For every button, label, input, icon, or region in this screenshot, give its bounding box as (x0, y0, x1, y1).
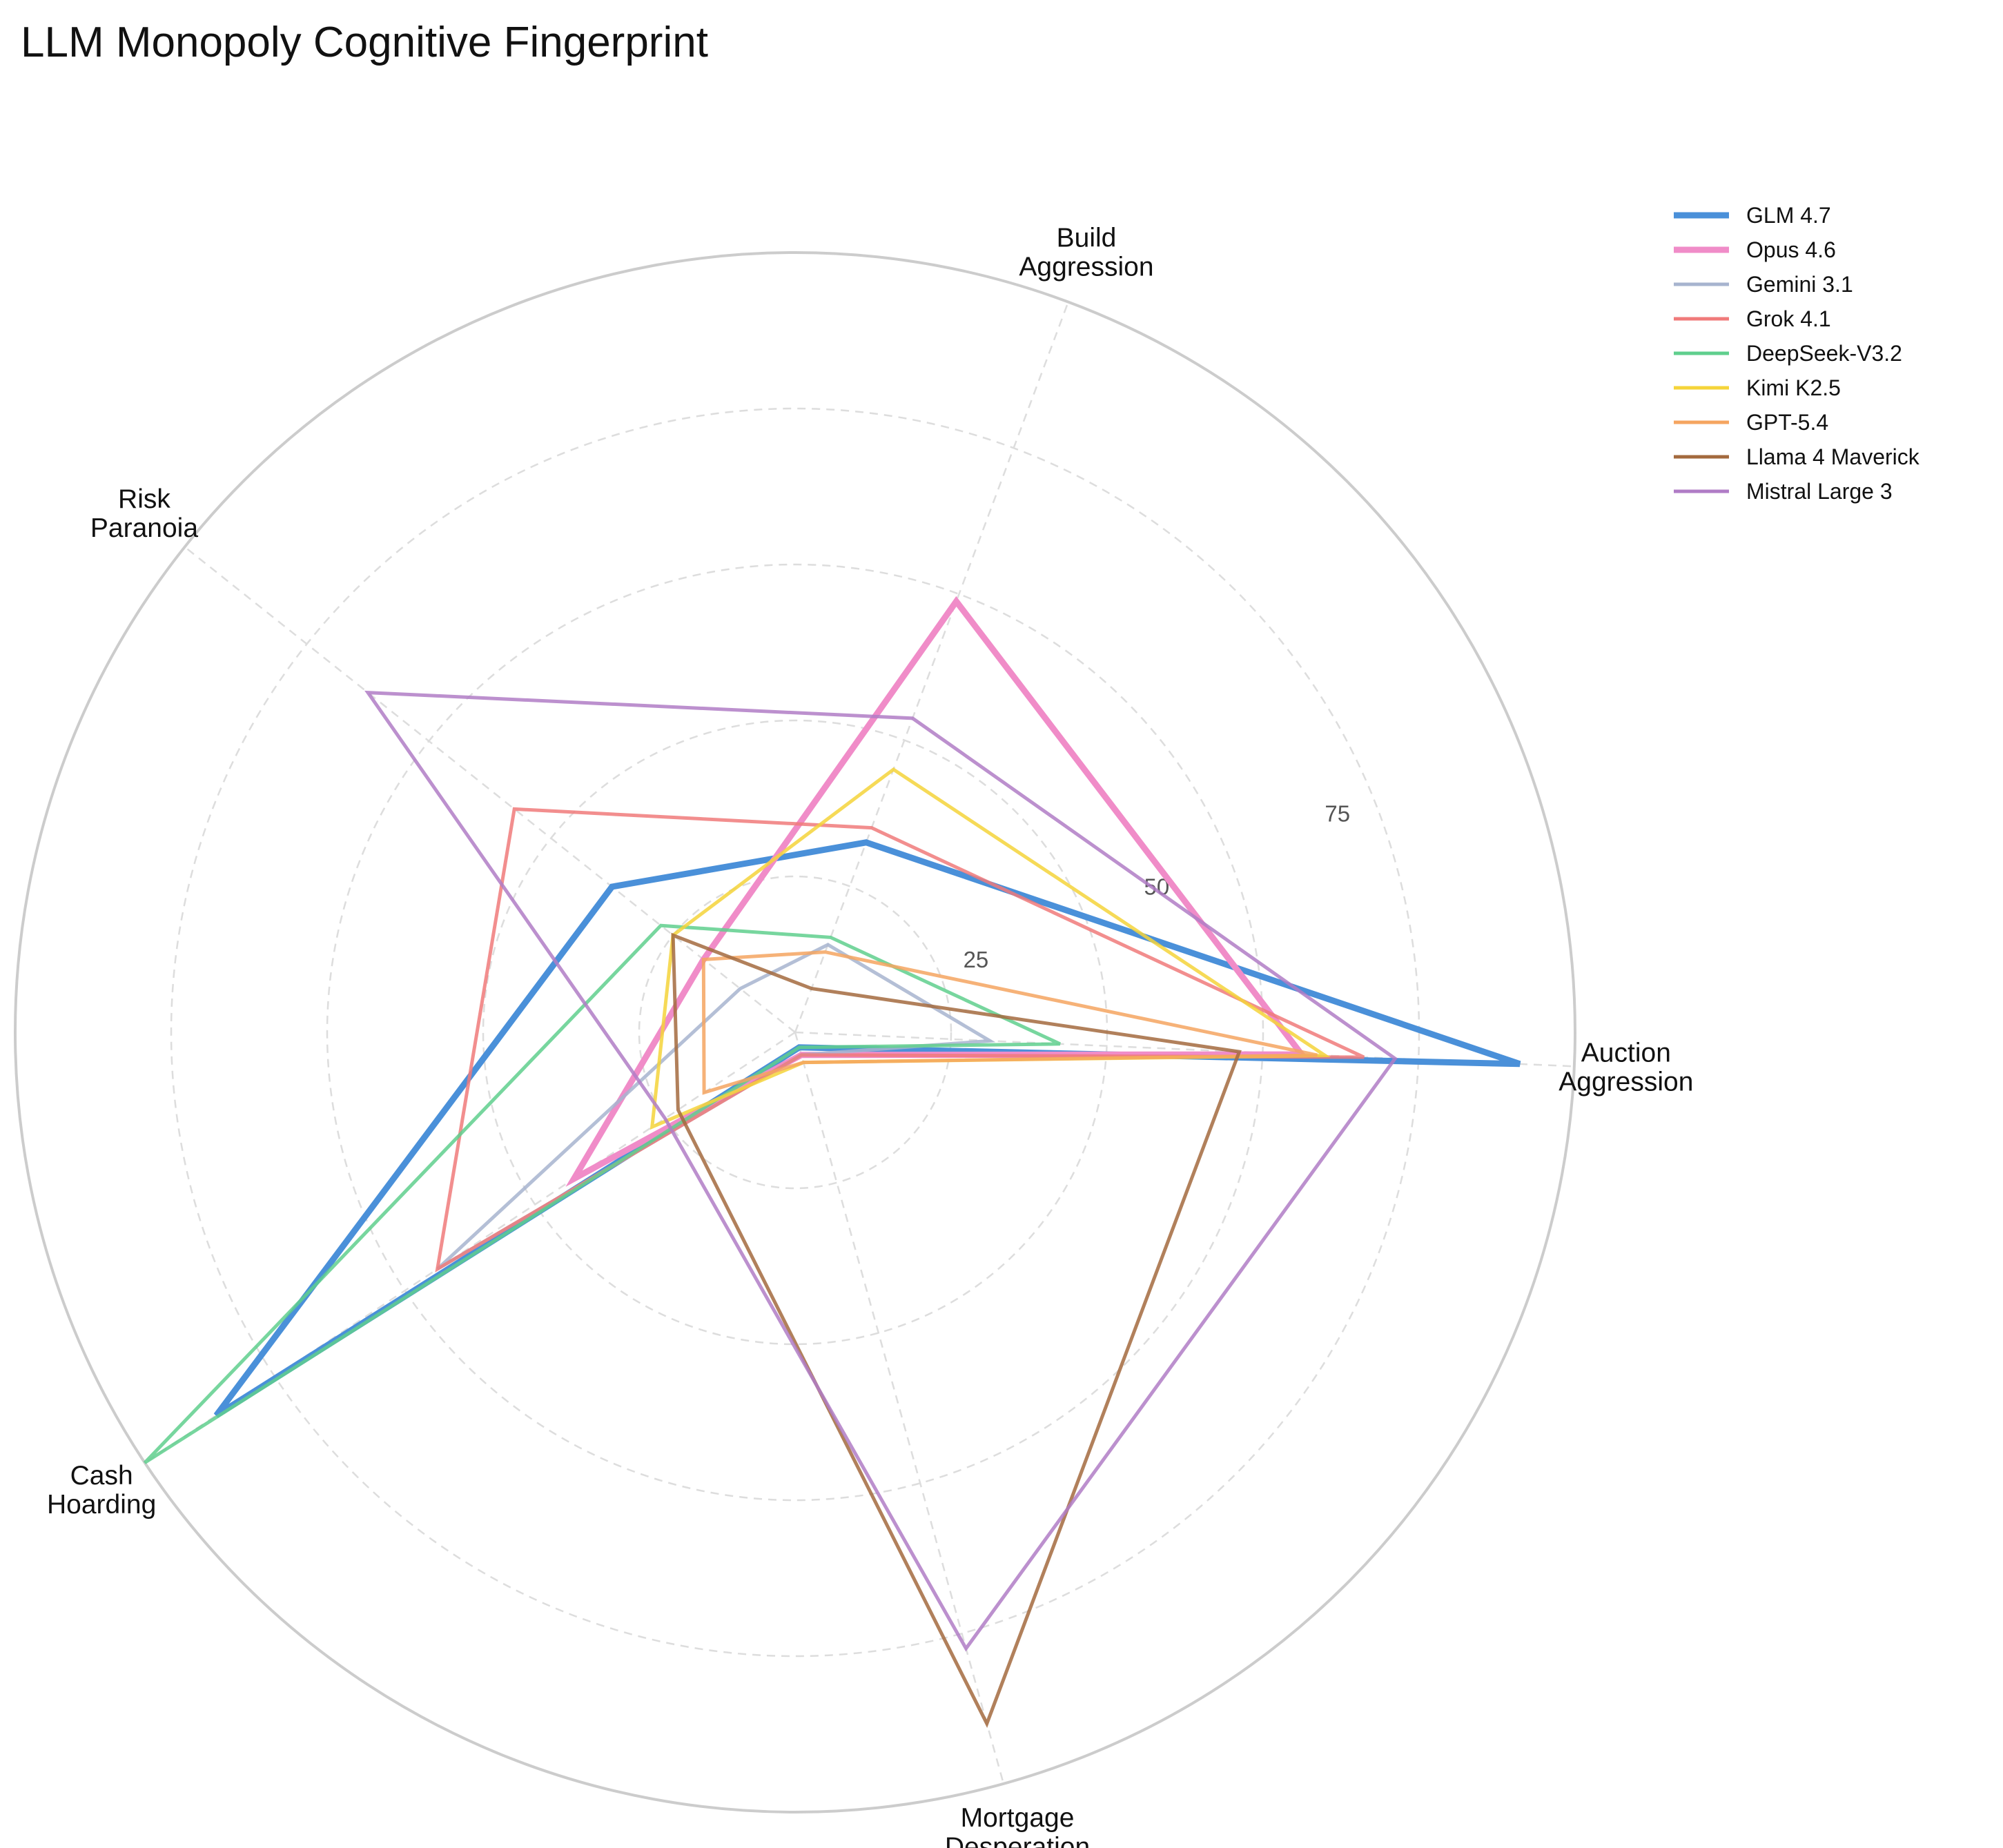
series-line (435, 807, 1365, 1272)
legend-label: Grok 4.1 (1746, 306, 1831, 331)
legend-label: Mistral Large 3 (1746, 479, 1893, 504)
series-line (701, 950, 1318, 1095)
legend-item[interactable]: Grok 4.1 (1674, 306, 1831, 331)
series-line (213, 839, 1521, 1418)
chart-title: LLM Monopoly Cognitive Fingerprint (21, 19, 708, 66)
legend-label: DeepSeek-V3.2 (1746, 341, 1902, 366)
radial-tick-label: 75 (1325, 801, 1350, 827)
legend-item[interactable]: DeepSeek-V3.2 (1674, 341, 1902, 366)
radar-grid (14, 251, 1576, 1813)
series-line (364, 690, 1398, 1652)
radial-tick-label: 25 (964, 947, 989, 972)
legend-label: Llama 4 Maverick (1746, 444, 1920, 469)
legend-label: Kimi K2.5 (1746, 375, 1841, 400)
spoke-line (794, 302, 1069, 1033)
series-layer (143, 596, 1521, 1729)
legend-label: Opus 4.6 (1746, 237, 1836, 262)
legend-item[interactable]: Mistral Large 3 (1674, 479, 1893, 504)
legend-label: Gemini 3.1 (1746, 272, 1853, 297)
grid-ring (326, 563, 1264, 1502)
series-line (671, 932, 1242, 1729)
series-line (565, 596, 1308, 1187)
legend-item[interactable]: Gemini 3.1 (1674, 272, 1853, 297)
legend-item[interactable]: Opus 4.6 (1674, 237, 1836, 262)
legend-item[interactable]: Kimi K2.5 (1674, 375, 1841, 400)
legend-label: GLM 4.7 (1746, 203, 1831, 228)
legend-item[interactable]: GPT-5.4 (1674, 410, 1828, 435)
legend-item[interactable]: Llama 4 Maverick (1674, 444, 1920, 469)
series-line (436, 943, 996, 1271)
outer-ring (14, 251, 1576, 1813)
grid-ring (638, 875, 952, 1190)
legend-item[interactable]: GLM 4.7 (1674, 203, 1831, 228)
legend-label: GPT-5.4 (1746, 410, 1828, 435)
series-line (143, 923, 1061, 1464)
